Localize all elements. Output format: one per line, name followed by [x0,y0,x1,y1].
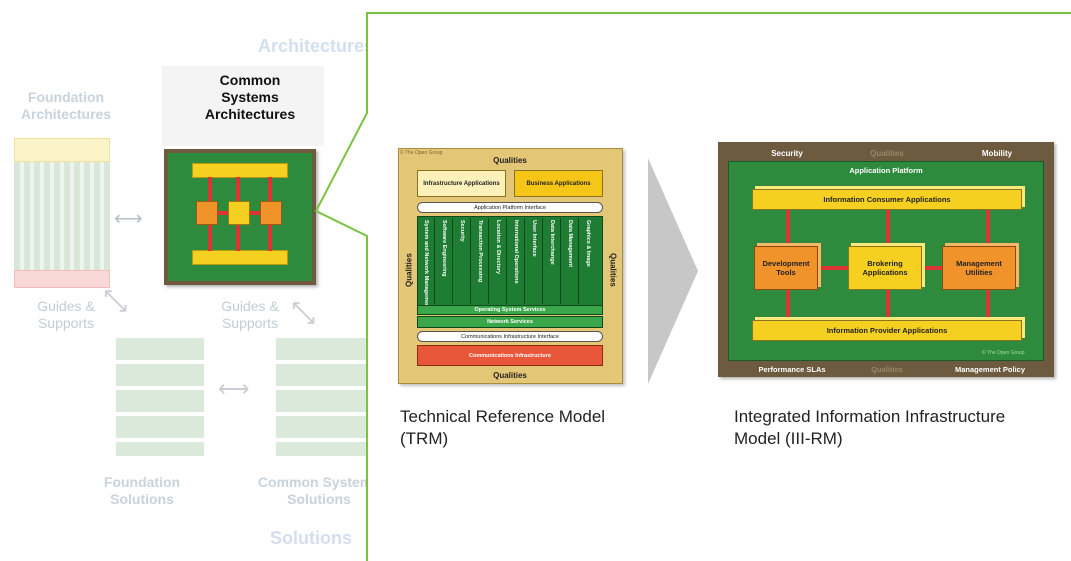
trm-service-column[interactable]: Transaction Processing [474,218,489,304]
iiirm-caption: Integrated Information Infrastructure Mo… [734,407,1006,448]
trm-service-column[interactable]: Data Interchange [546,218,561,304]
solutions-double-arrow-icon: ⟷ [218,376,250,401]
iiirm-application-platform: Application Platform [849,165,923,175]
foundation-solutions-label: Foundation Solutions [103,474,181,507]
iiirm-qualities-bottom: Qualities [871,364,903,374]
iiirm-management-utilities[interactable]: Management Utilities [942,246,1016,290]
common-systems-header-bg [162,66,324,146]
trm-service-column[interactable]: Software Engineering [438,218,453,304]
trm-network-services[interactable]: Network Services [417,316,603,328]
trm-communications-infrastructure-interface[interactable]: Communications Infrastructure Interface [417,331,603,342]
double-arrow-icon: ⟷ [114,208,143,230]
chevron-right-icon [648,158,698,384]
iiirm-development-tools[interactable]: Development Tools [754,246,818,290]
trm-communications-infrastructure[interactable]: Communications Infrastructure [417,345,603,366]
trm-service-column[interactable]: Data Management [564,218,579,304]
trm-service-column[interactable]: International Operations [510,218,525,304]
common-systems-architectures-label: Common Systems Architectures [204,72,296,122]
foundation-solutions-graphic [116,338,204,456]
iiirm-security: Security [771,148,803,158]
foundation-architectures-label: Foundation Architectures [20,89,112,122]
iiirm-information-provider-applications[interactable]: Information Provider Applications [752,320,1022,341]
iiirm-brokering-applications[interactable]: Brokering Applications [848,246,922,290]
trm-operating-system-services[interactable]: Operating System Services [417,305,603,315]
iiirm-copyright: © The Open Group [982,350,1025,356]
trm-service-column[interactable]: Location & Directory [492,218,507,304]
trm-qualities-right: Qualities [608,253,618,287]
trm-copyright: © The Open Group [400,150,443,156]
architectures-heading: Architectures [258,36,375,56]
trm-service-column[interactable]: System and Network Management [420,218,435,309]
iiirm-management-policy: Management Policy [954,364,1026,374]
trm-service-column[interactable]: Security [456,218,471,304]
trm-application-platform-interface[interactable]: Application Platform Interface [417,202,603,213]
trm-qualities-bottom: Qualities [493,370,527,380]
iiirm-information-consumer-applications[interactable]: Information Consumer Applications [752,189,1022,210]
trm-business-applications[interactable]: Business Applications [514,170,603,197]
trm-caption: Technical Reference Model (TRM) [400,407,606,448]
trm-infrastructure-applications[interactable]: Infrastructure Applications [417,170,506,197]
guides-supports-right-label: Guides & Supports [221,298,279,331]
iiirm-qualities-top: Qualities [870,148,904,158]
trm-service-column[interactable]: Graphics & Image [585,220,591,267]
common-systems-architecture-diagram[interactable] [164,149,316,285]
common-systems-solutions-graphic [276,338,366,456]
iiirm-performance-slas: Performance SLAs [758,364,826,374]
iiirm-mobility: Mobility [981,148,1013,158]
trm-service-column[interactable]: User Interface [528,218,543,304]
foundation-architecture-graphic [14,138,110,288]
common-systems-solutions-label: Common Systems Solutions [257,474,381,507]
solutions-heading: Solutions [270,528,352,548]
guides-supports-left-label: Guides & Supports [37,298,95,331]
trm-qualities-top: Qualities [493,155,527,165]
